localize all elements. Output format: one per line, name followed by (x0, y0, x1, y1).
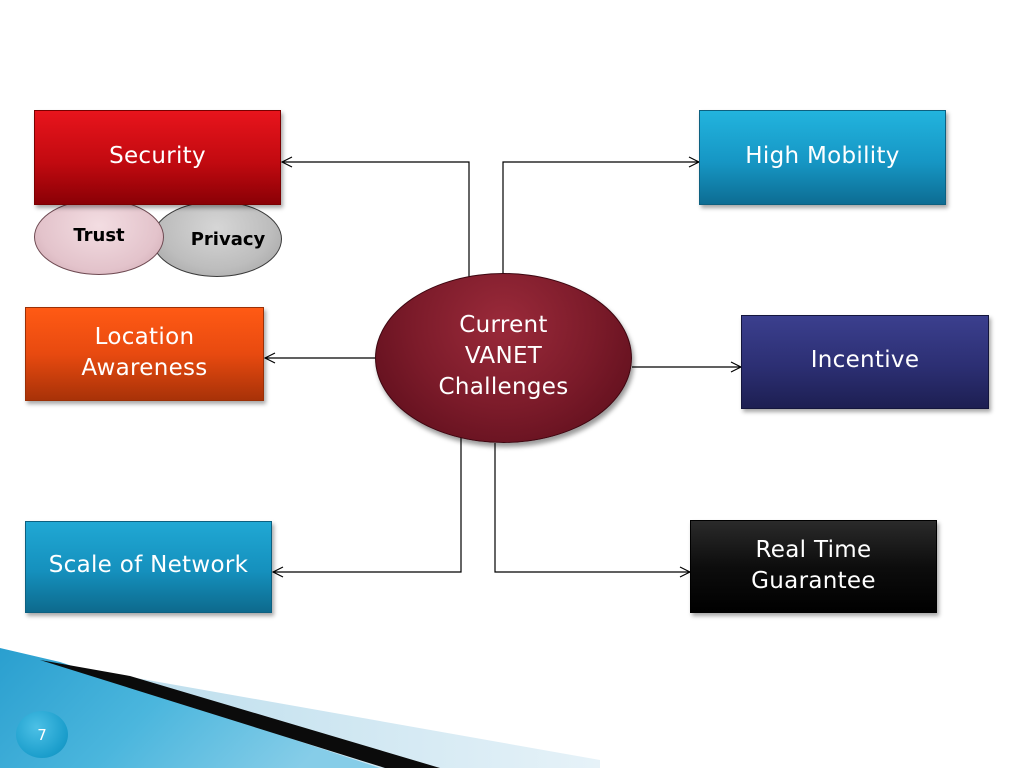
slide-number-text: 7 (37, 725, 47, 744)
real-time-guarantee-node: Real Time Guarantee (690, 520, 937, 613)
location-awareness-line-2: Awareness (81, 355, 208, 381)
location-awareness-line-1: Location (94, 324, 195, 350)
slide-number: 7 (16, 711, 68, 758)
arrow-to-high-mobility (502, 162, 699, 274)
center-line-3: Challenges (438, 374, 569, 400)
high-mobility-node: High Mobility (699, 110, 946, 205)
incentive-label: Incentive (810, 347, 920, 373)
arrow-to-security (282, 162, 470, 280)
location-awareness-node: Location Awareness (25, 307, 264, 401)
trust-node: Trust (34, 199, 164, 275)
high-mobility-label: High Mobility (745, 143, 900, 169)
real-time-guarantee-line-2: Guarantee (751, 568, 876, 594)
incentive-node: Incentive (741, 315, 989, 409)
real-time-guarantee-line-1: Real Time (755, 537, 872, 563)
privacy-label: Privacy (190, 228, 266, 250)
security-node: Security (34, 110, 281, 205)
blue-wave-shape (0, 648, 380, 768)
center-node: Current VANET Challenges (375, 273, 632, 443)
arrow-to-real-time-guarantee (494, 443, 690, 572)
scale-of-network-node: Scale of Network (25, 521, 272, 613)
center-line-2: VANET (464, 343, 543, 369)
dark-wave-shape (40, 660, 440, 768)
center-line-1: Current (459, 312, 548, 338)
security-label: Security (109, 143, 206, 169)
arrow-to-scale-of-network (273, 436, 462, 572)
scale-of-network-label: Scale of Network (48, 552, 249, 578)
trust-label: Trust (73, 224, 125, 246)
